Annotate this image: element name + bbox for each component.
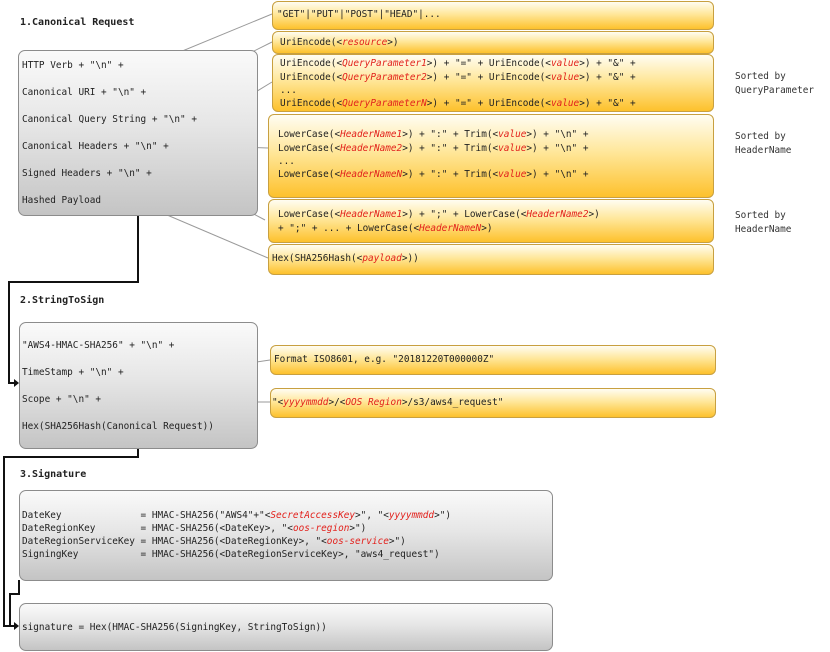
- verb-box: [272, 1, 714, 30]
- note-signed-sorted: Sorted by HeaderName: [735, 210, 792, 235]
- string-to-sign-box: [19, 322, 258, 449]
- note-headers-sorted: Sorted by HeaderName: [735, 131, 792, 156]
- heading-string-to-sign: 2.StringToSign: [20, 295, 105, 306]
- headers-line-1: LowerCase(<HeaderName1>) + ":" + Trim(<v…: [278, 129, 589, 140]
- canonical-headers-box: [268, 114, 714, 198]
- query-string-box: [272, 54, 714, 112]
- cr-line-payload: Hashed Payload: [22, 195, 102, 206]
- var-resource: resource: [342, 37, 388, 48]
- signed-headers-box: [268, 199, 714, 243]
- payload-text: Hex(SHA256Hash(<payload>)): [272, 253, 419, 264]
- cr-line-verb: HTTP Verb + "\n" +: [22, 60, 124, 71]
- headers-line-n: LowerCase(<HeaderNameN>) + ":" + Trim(<v…: [278, 169, 589, 180]
- uri-text: UriEncode(<resource>): [280, 37, 399, 48]
- arrowhead-2: [14, 622, 19, 630]
- cr-line-signed-headers: Signed Headers + "\n" +: [22, 168, 152, 179]
- var-payload: payload: [362, 253, 402, 264]
- timestamp-box: [270, 345, 716, 375]
- timestamp-text: Format ISO8601, e.g. "20181220T000000Z": [274, 354, 495, 365]
- flow-arrow-2: [3, 449, 139, 627]
- sts-line-scope: Scope + "\n" +: [22, 394, 102, 405]
- scope-box: [270, 388, 716, 418]
- headers-line-2: LowerCase(<HeaderName2>) + ":" + Trim(<v…: [278, 143, 589, 154]
- flow-arrow-1: [8, 216, 139, 384]
- heading-canonical-request: 1.Canonical Request: [20, 17, 135, 28]
- sts-line-hash: Hex(SHA256Hash(Canonical Request)): [22, 421, 214, 432]
- query-line-1: UriEncode(<QueryParameter1>) + "=" + Uri…: [280, 58, 636, 69]
- uri-box: [272, 31, 714, 54]
- arrowhead-1: [14, 379, 19, 387]
- signing-key-box: [19, 490, 553, 581]
- headers-ellipsis: ...: [278, 156, 295, 167]
- query-line-n: UriEncode(<QueryParameterN>) + "=" + Uri…: [280, 98, 636, 109]
- final-signature-box: [19, 603, 553, 651]
- flow-arrow-3: [9, 580, 20, 626]
- verb-text: "GET"|"PUT"|"POST"|"HEAD"|...: [277, 9, 441, 20]
- canonical-request-box: [18, 50, 258, 216]
- heading-signature: 3.Signature: [20, 469, 87, 480]
- cr-line-uri: Canonical URI + "\n" +: [22, 87, 147, 98]
- scope-text: "<yyyymmdd>/<OOS Region>/s3/aws4_request…: [272, 397, 504, 408]
- cr-line-headers: Canonical Headers + "\n" +: [22, 141, 169, 152]
- signed-line-1: LowerCase(<HeaderName1>) + ";" + LowerCa…: [278, 209, 600, 220]
- query-line-2: UriEncode(<QueryParameter2>) + "=" + Uri…: [280, 72, 636, 83]
- sts-line-algorithm: "AWS4-HMAC-SHA256" + "\n" +: [22, 340, 175, 351]
- sts-line-timestamp: TimeStamp + "\n" +: [22, 367, 124, 378]
- payload-box: [268, 244, 714, 275]
- sig-line-dateregionkey: DateRegionKey = HMAC-SHA256(<DateKey>, "…: [22, 523, 367, 534]
- final-signature-text: signature = Hex(HMAC-SHA256(SigningKey, …: [22, 622, 327, 633]
- query-ellipsis: ...: [280, 85, 297, 96]
- sig-line-signingkey: SigningKey = HMAC-SHA256(<DateRegionServ…: [22, 549, 440, 560]
- sig-line-dateregionservicekey: DateRegionServiceKey = HMAC-SHA256(<Date…: [22, 536, 406, 547]
- signed-line-2: + ";" + ... + LowerCase(<HeaderNameN>): [278, 223, 493, 234]
- sig-line-datekey: DateKey = HMAC-SHA256("AWS4"+"<SecretAcc…: [22, 510, 451, 521]
- cr-line-query: Canonical Query String + "\n" +: [22, 114, 197, 125]
- note-query-sorted: Sorted by QueryParameter: [735, 71, 815, 96]
